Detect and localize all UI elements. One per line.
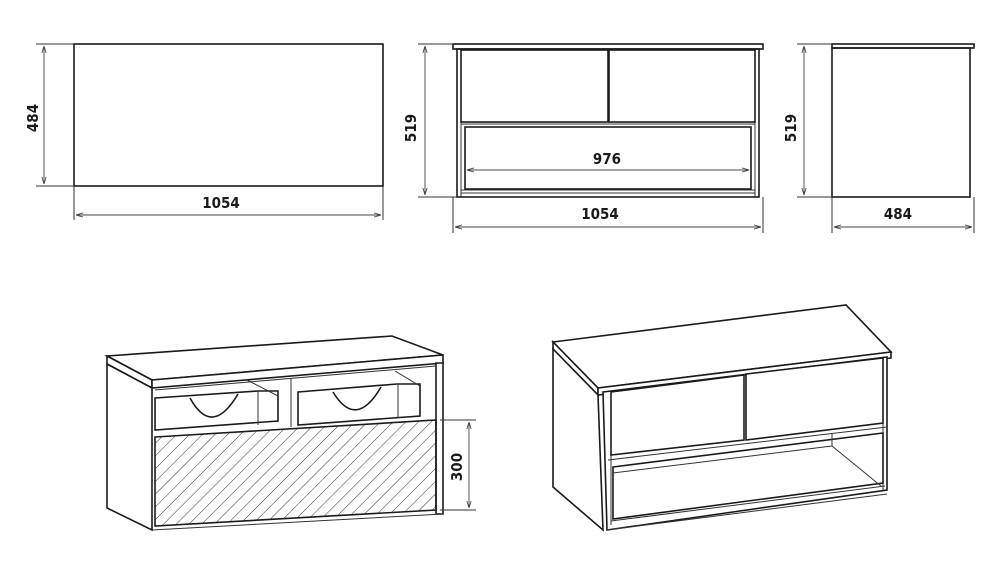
top-view: 484 1054 — [24, 43, 384, 220]
side-view: 519 484 — [782, 43, 975, 233]
iso-right-drawer-right — [745, 357, 884, 441]
top-width-label: 1054 — [202, 194, 240, 212]
front-open-shelf — [464, 126, 752, 190]
iso-drawers-view: 300 — [104, 335, 476, 532]
top-view-outline — [73, 43, 384, 187]
front-drawer-right — [608, 49, 756, 123]
iso-right-drawer-left — [610, 374, 745, 456]
front-view: 976 519 1054 — [402, 43, 764, 233]
side-height-label: 519 — [782, 114, 800, 142]
iso-closed-view — [551, 304, 893, 532]
iso-left-side-panel — [106, 362, 153, 532]
iso-right-open-shelf — [612, 432, 884, 520]
iso-drawer-right — [297, 383, 421, 426]
iso-front-height-label: 300 — [448, 453, 466, 481]
front-height-label: 519 — [402, 114, 420, 142]
top-depth-label: 484 — [24, 104, 42, 132]
front-width-label: 1054 — [581, 205, 619, 223]
side-body — [831, 47, 971, 198]
iso-drawer-front-hatched — [154, 419, 437, 527]
side-depth-label: 484 — [884, 205, 912, 223]
iso-drawer-left — [154, 390, 279, 431]
front-inner-width-label: 976 — [593, 150, 621, 168]
front-drawer-left — [460, 49, 609, 123]
iso-right-side-panel — [552, 347, 604, 532]
front-body — [456, 48, 760, 198]
